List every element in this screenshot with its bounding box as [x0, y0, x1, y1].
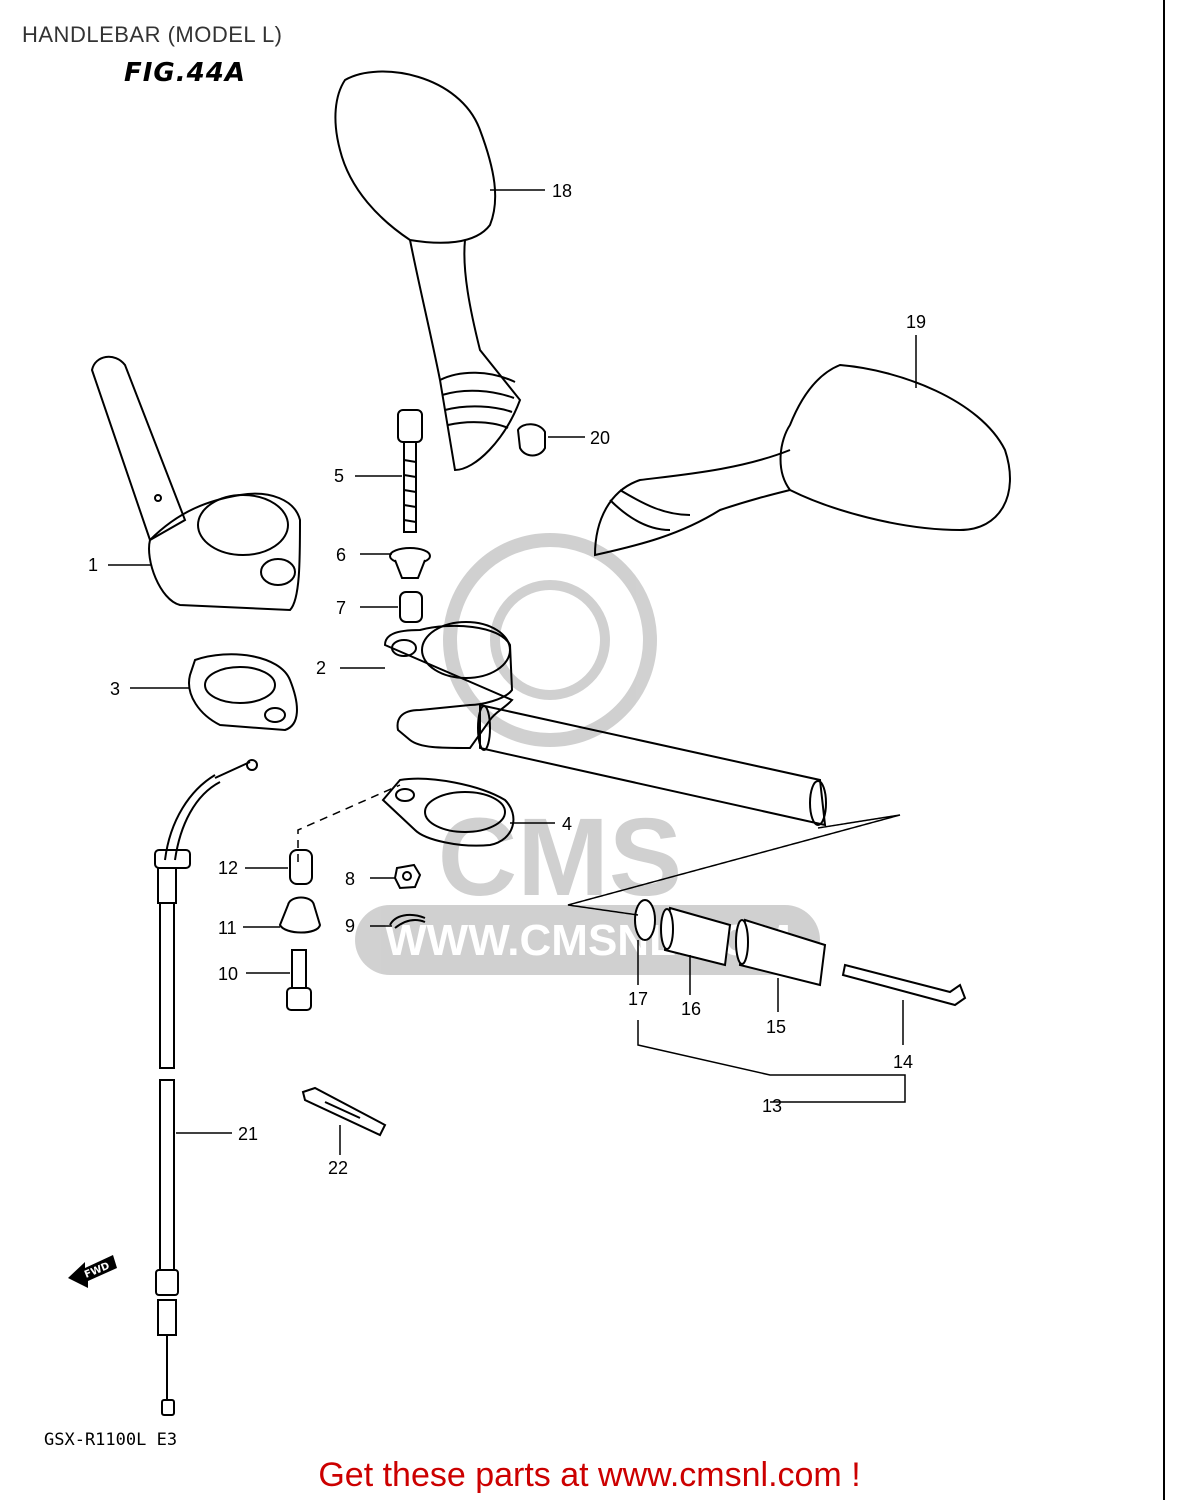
callout-5: 5: [334, 466, 344, 486]
fwd-arrow-icon: FWD: [68, 1255, 117, 1288]
callout-16: 16: [681, 999, 701, 1019]
callout-22: 22: [328, 1158, 348, 1178]
callout-17: 17: [628, 989, 648, 1009]
collar-12: [289, 849, 313, 885]
callout-21: 21: [238, 1124, 258, 1144]
watermark-url: WWW.CMSNL.COM: [385, 916, 791, 965]
callout-8: 8: [345, 869, 355, 889]
frame-border: [1163, 0, 1165, 1500]
callout-10: 10: [218, 964, 238, 984]
callout-14: 14: [893, 1052, 913, 1072]
callout-20: 20: [590, 428, 610, 448]
page-title: HANDLEBAR (MODEL L): [22, 22, 283, 47]
washer-6: [389, 547, 431, 579]
throttle-cable-21: [154, 759, 258, 1416]
clip-9: [389, 913, 426, 929]
callout-13: 13: [762, 1096, 782, 1116]
callout-labels: 1 2 3 4 5 6 7 8 9 10 11 12 13 14 15 16 1…: [88, 181, 926, 1178]
collar-7: [399, 591, 423, 623]
watermark: CMS WWW.CMSNL.COM: [355, 533, 820, 975]
bar-end-assembly: [634, 899, 967, 1007]
leader-lines: [108, 189, 917, 1155]
callout-2: 2: [316, 658, 326, 678]
callout-3: 3: [110, 679, 120, 699]
nut-8: [393, 863, 422, 890]
footer-link[interactable]: Get these parts at www.cmsnl.com !: [318, 1456, 861, 1494]
watermark-brand: CMS: [438, 796, 682, 919]
figure-label: FIG.44A: [124, 58, 246, 88]
callout-1: 1: [88, 555, 98, 575]
callout-7: 7: [336, 598, 346, 618]
model-code: GSX-R1100L E3: [44, 1430, 178, 1450]
grommet-11: [278, 896, 322, 934]
clamp-22: [301, 1086, 387, 1137]
shim-4: [381, 777, 515, 847]
callout-4: 4: [562, 814, 572, 834]
mirror-right: [593, 363, 1011, 557]
callout-6: 6: [336, 545, 346, 565]
shim-3: [188, 653, 298, 732]
handlebar-right: [383, 621, 827, 827]
callout-12: 12: [218, 858, 238, 878]
callout-18: 18: [552, 181, 572, 201]
callout-9: 9: [345, 916, 355, 936]
mirror-left: [334, 70, 522, 472]
callout-19: 19: [906, 312, 926, 332]
handlebar-left: [90, 355, 302, 612]
bolt-10: [286, 949, 312, 1011]
bolt-5: [397, 409, 423, 533]
callout-11: 11: [218, 918, 237, 938]
callout-15: 15: [766, 1017, 786, 1037]
cap-20: [516, 423, 546, 457]
